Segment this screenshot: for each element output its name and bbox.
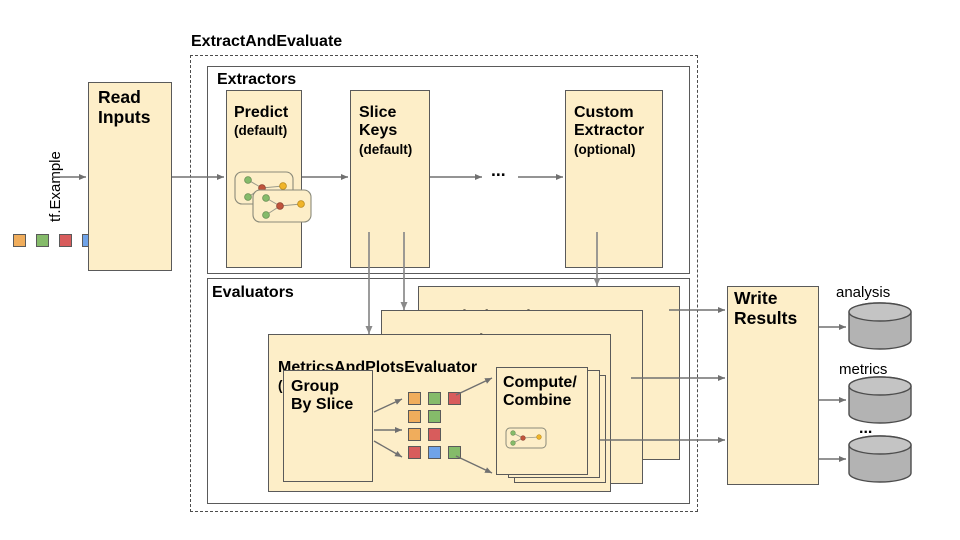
- slice-grid-row: [408, 446, 461, 459]
- slice-swatch-3-1: [428, 446, 441, 459]
- node-write-results[interactable]: [727, 286, 819, 485]
- slice-swatch-0-0: [408, 392, 421, 405]
- input-swatch-0: [13, 234, 26, 247]
- container-extract-and-evaluate: [190, 55, 698, 512]
- predict-qualifier: (default): [234, 123, 288, 138]
- slice-keys-qualifier: (default): [359, 142, 413, 157]
- group-by-slice-label: Group By Slice: [291, 378, 354, 413]
- slice-grid-row: [408, 392, 461, 405]
- output-cylinder-analysis: [848, 302, 912, 350]
- slice-swatch-2-1: [428, 428, 441, 441]
- input-label: tf.Example: [47, 151, 64, 222]
- node-custom-extractor[interactable]: [565, 90, 663, 268]
- extractors-ellipsis: ...: [491, 160, 506, 180]
- output-label-ellipsis: ...: [859, 420, 873, 437]
- slice-swatch-3-0: [408, 446, 421, 459]
- output-label-analysis: analysis: [836, 284, 891, 301]
- compute-combine-label: Compute/ Combine: [503, 374, 577, 409]
- read-inputs-label: Read Inputs: [98, 87, 151, 127]
- write-results-label: Write Results: [734, 288, 798, 328]
- node-group-by-slice[interactable]: [283, 370, 373, 482]
- custom-extractor-qualifier: (optional): [574, 142, 636, 157]
- node-slice-keys[interactable]: [350, 90, 430, 268]
- node-compute-combine[interactable]: [496, 367, 588, 475]
- output-cylinder-other: [848, 435, 912, 483]
- extractors-title: Extractors: [217, 71, 297, 88]
- slice-swatch-1-0: [408, 410, 421, 423]
- slice-swatch-3-2: [448, 446, 461, 459]
- input-swatch-2: [59, 234, 72, 247]
- custom-extractor-label: Custom Extractor: [574, 104, 645, 139]
- slice-color-grid: [408, 392, 461, 464]
- evaluators-title: Evaluators: [212, 284, 294, 301]
- node-read-inputs[interactable]: [88, 82, 172, 271]
- predict-label: Predict: [234, 104, 289, 121]
- output-cylinder-metrics: [848, 376, 912, 424]
- slice-swatch-0-1: [428, 392, 441, 405]
- output-label-metrics: metrics: [839, 361, 888, 378]
- slice-swatch-2-0: [408, 428, 421, 441]
- extract-and-evaluate-title: ExtractAndEvaluate: [191, 33, 343, 50]
- slice-swatch-1-1: [428, 410, 441, 423]
- slice-swatch-0-2: [448, 392, 461, 405]
- slice-keys-label: Slice Keys: [359, 104, 398, 139]
- slice-grid-row: [408, 410, 461, 423]
- input-swatch-1: [36, 234, 49, 247]
- slice-grid-row: [408, 428, 461, 441]
